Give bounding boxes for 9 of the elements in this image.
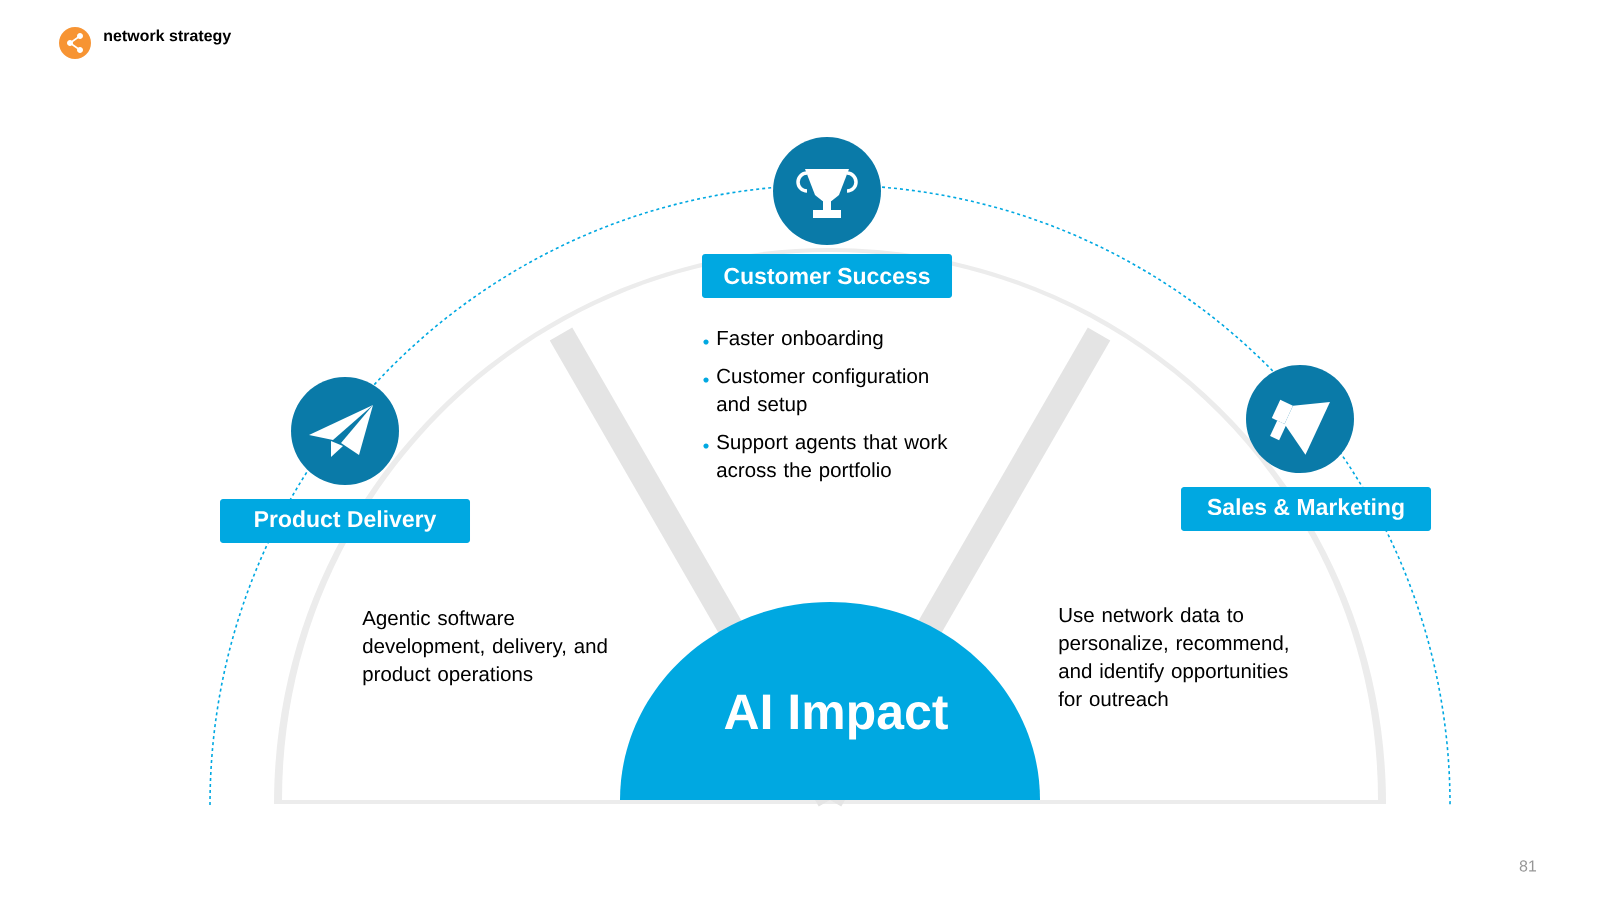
heading-box: Product Delivery [220, 499, 470, 543]
heading-box: Sales & Marketing [1181, 487, 1431, 531]
page-number: 81 [1519, 860, 1537, 872]
header-title: network strategy [104, 29, 232, 45]
bullet-item: Support agents that work across the portfolio [703, 434, 948, 482]
heading-box: Customer Success [702, 254, 952, 298]
impact-semicircle: AI Impact [620, 602, 1040, 800]
bullet-item: Customer configuration and setup [703, 368, 928, 416]
bullet-item: Faster onboarding [703, 330, 883, 350]
